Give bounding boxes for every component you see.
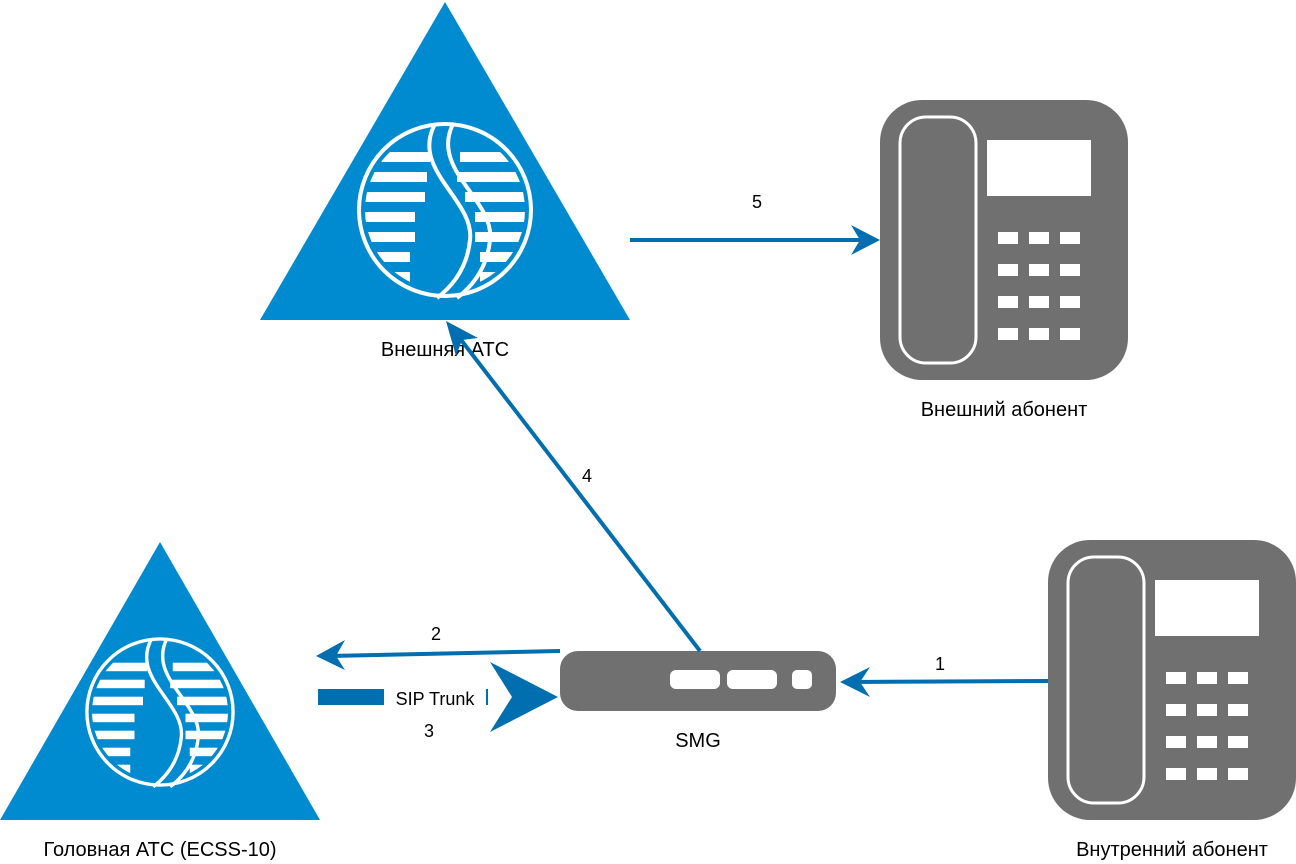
- exchange-triangle-icon: [260, 2, 630, 320]
- port-icon: [670, 670, 720, 689]
- internal-subscriber-node: Внутренний абонент: [1046, 538, 1296, 861]
- smg-label: SMG: [675, 730, 721, 752]
- edge-step-label: 2: [431, 624, 441, 644]
- external-exchange-label: Внешняя АТС: [381, 339, 509, 361]
- edge-step-label: 3: [424, 721, 434, 741]
- exchange-triangle-icon: [0, 542, 320, 820]
- desk-phone-icon: [1046, 538, 1296, 822]
- edge-1: 1: [840, 654, 1049, 697]
- desk-phone-icon: [878, 98, 1130, 382]
- edge-step-label: 4: [582, 466, 592, 486]
- edge-4: 4: [446, 321, 702, 653]
- edge-step-label: 1: [935, 654, 945, 674]
- internal-subscriber-label: Внутренний абонент: [1076, 839, 1268, 861]
- arrowhead-icon: [316, 640, 345, 670]
- port-icon: [727, 670, 777, 689]
- edge-step-label: 5: [752, 192, 762, 212]
- led-icon: [792, 670, 812, 689]
- sip-trunk-label: SIP Trunk: [396, 689, 476, 709]
- edge-3-sip-trunk: SIP Trunk 3: [318, 662, 558, 741]
- arrowhead-icon: [840, 667, 870, 697]
- external-subscriber-node: Внешний абонент: [878, 98, 1130, 421]
- head-exchange-label: Головная АТС (ECSS-10): [43, 839, 276, 861]
- external-exchange-node: Внешняя АТС: [260, 2, 630, 361]
- smg-node: SMG: [560, 651, 836, 752]
- head-exchange-node: Головная АТС (ECSS-10): [0, 542, 320, 861]
- arrowhead-icon: [490, 662, 558, 732]
- edge-2: 2: [316, 624, 561, 670]
- edge-5: 5: [630, 192, 880, 255]
- arrowhead-icon: [851, 225, 880, 255]
- arrowhead-icon: [446, 321, 478, 356]
- external-subscriber-label: Внешний абонент: [921, 399, 1088, 421]
